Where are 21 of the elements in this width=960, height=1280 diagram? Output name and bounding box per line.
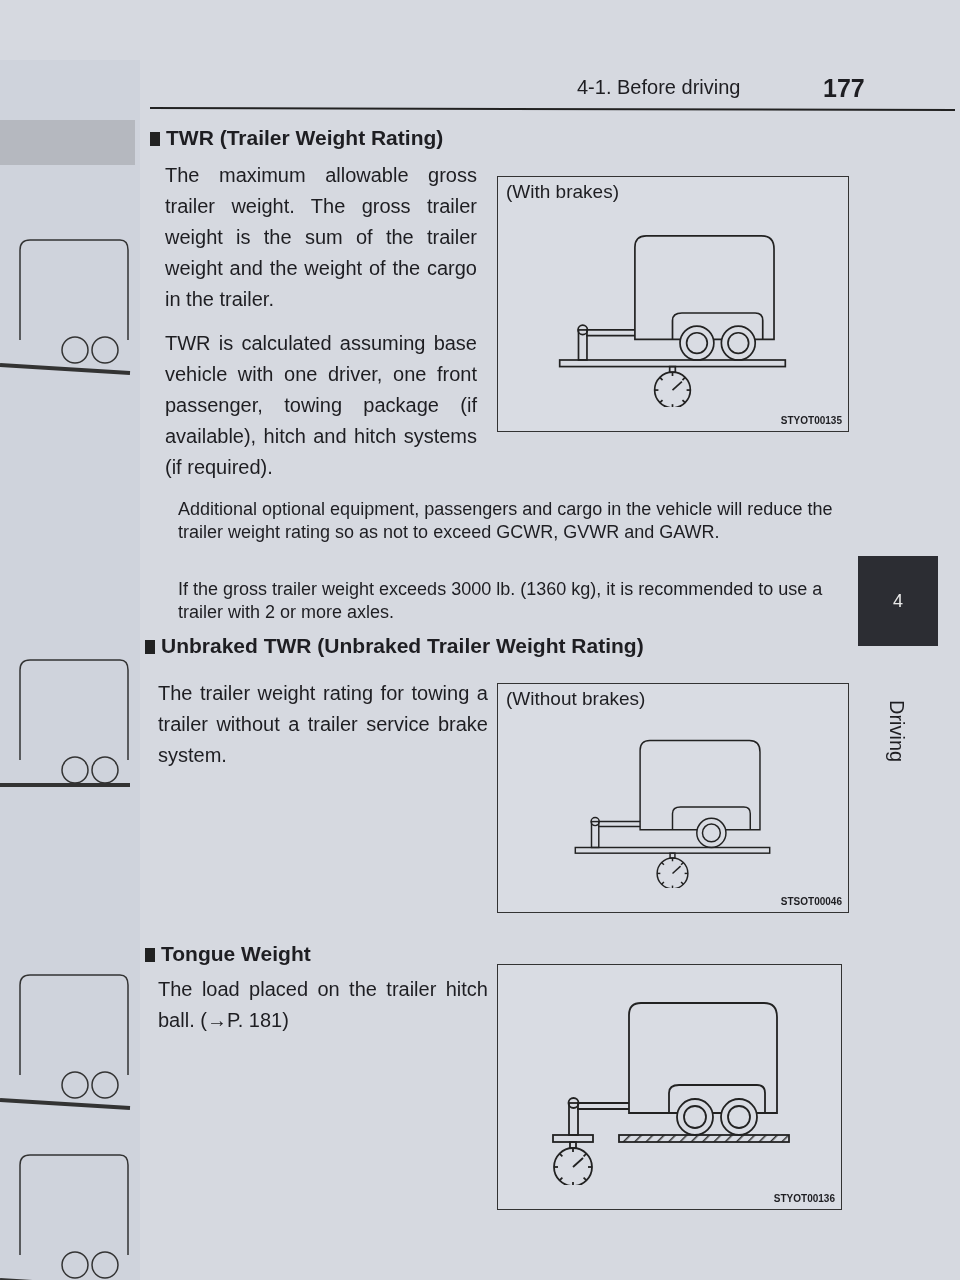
- paragraph: TWR is calculated assuming base vehicle with one driver, one front passenger, towing package (if available), hitch and hitch systems (if required).: [165, 331, 477, 480]
- figure-panel: [497, 683, 849, 913]
- figure-panel: [497, 176, 849, 432]
- paragraph: The load placed on the trailer hitch ball. (→P. 181): [158, 977, 488, 1033]
- figure-caption: (With brakes): [506, 181, 619, 203]
- page-number: 177: [823, 74, 866, 103]
- figure-panel: [497, 964, 842, 1210]
- paragraph: If the gross trailer weight exceeds 3000 lb. (1360 kg), it is recommended to use a trailer with 2 or more axles.: [178, 578, 824, 624]
- paragraph: The maximum allowable gross trailer weight. The gross trailer weight is the sum of the trailer weight and the weight of the cargo in the trailer.: [165, 163, 477, 312]
- figure-code: STYOT00135: [780, 415, 842, 426]
- section-heading: TWR (Trailer Weight Rating): [166, 126, 444, 149]
- figure-code: STSOT00046: [780, 896, 842, 907]
- figure-caption: (Without brakes): [506, 688, 646, 710]
- figure-code: STYOT00136: [773, 1193, 835, 1204]
- section-heading: Unbraked TWR (Unbraked Trailer Weight Rating): [161, 634, 644, 657]
- chapter-title: Driving: [885, 700, 908, 763]
- section-heading: Tongue Weight: [161, 942, 311, 965]
- paragraph: The trailer weight rating for towing a trailer without a trailer service brake system.: [158, 681, 488, 768]
- chapter-tab: 4: [858, 556, 938, 646]
- section-header: 4-1. Before driving: [577, 76, 742, 99]
- paragraph: Additional optional equipment, passengers and cargo in the vehicle will reduce the trailer weight rating so as not to exceed GCWR, GVWR and GAWR.: [178, 498, 834, 544]
